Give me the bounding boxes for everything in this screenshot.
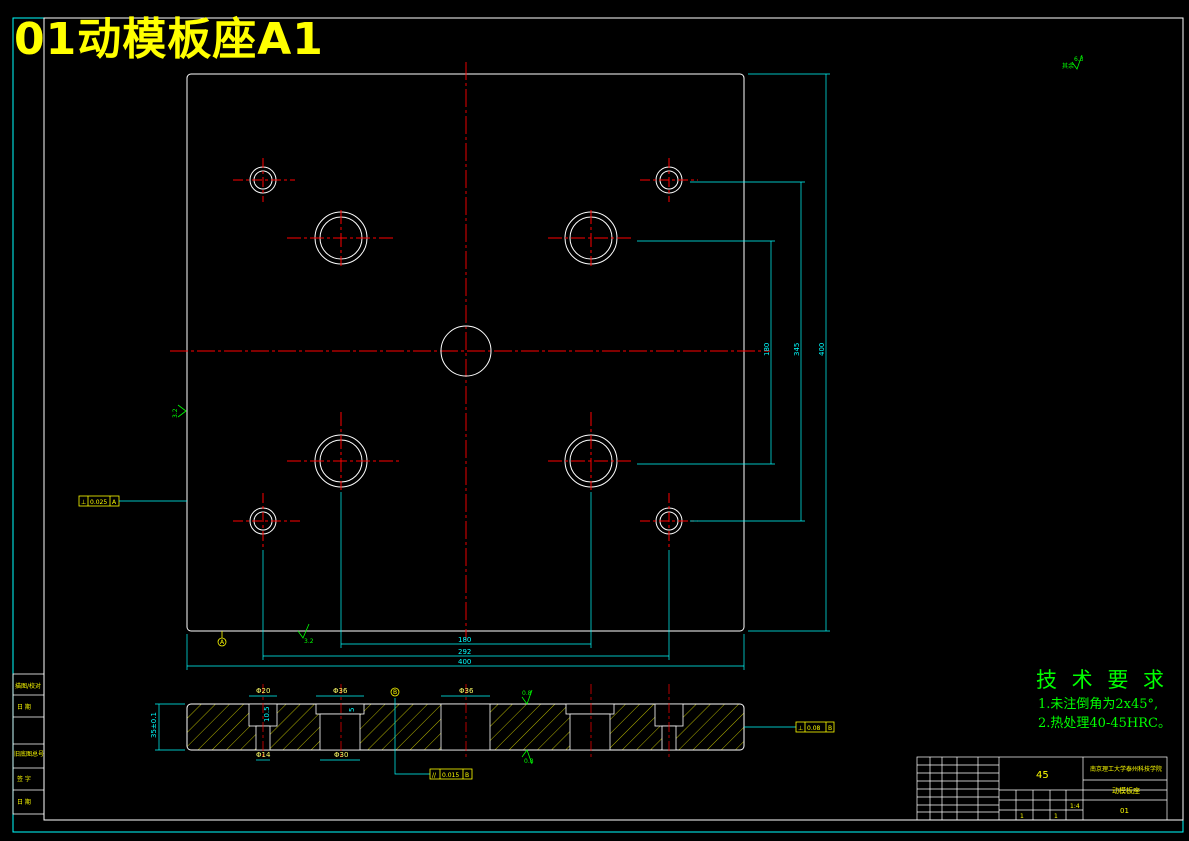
section-dim-label: Φ30 <box>334 751 348 759</box>
section-view: Φ20 Φ36 Φ36 Φ14 Φ30 35±0.1 10.5 5 0.8 0.… <box>150 684 835 780</box>
roughness-symbol-left <box>177 404 187 418</box>
section-dim-label: Φ36 <box>459 687 474 695</box>
roughness-value: 0.8 <box>522 690 532 697</box>
section-dim-label: Φ14 <box>256 751 271 759</box>
tolerance-value: 0.08 <box>807 725 821 732</box>
stamp-label: 旧底图总号 <box>14 750 44 758</box>
stamp-label: 日 期 <box>17 703 31 711</box>
center-hole <box>440 325 492 377</box>
roughness-corner: 6.3 其余 <box>1062 54 1084 70</box>
stamp-label: 签 字 <box>17 775 31 783</box>
large-hole <box>548 210 634 266</box>
sheet-number: 1 <box>1054 813 1058 820</box>
inner-frame <box>43 17 1184 821</box>
tolerance-datum: B <box>465 772 469 779</box>
side-stamp: 描图/校对 日 期 旧底图总号 签 字 日 期 <box>12 673 45 815</box>
roughness-corner-value: 6.3 <box>1074 56 1084 63</box>
dimension-bottom <box>186 492 745 670</box>
drawing-number: 01 <box>1120 807 1129 815</box>
sheet-count: 1 <box>1020 813 1024 820</box>
roughness-value: 3.2 <box>304 638 314 645</box>
part-name: 动模板座 <box>1112 786 1140 795</box>
technical-requirement-item: 2.热处理40-45HRC。 <box>1038 716 1171 731</box>
tolerance-value: 0.025 <box>90 499 107 506</box>
small-hole <box>640 158 698 202</box>
drawing-title: 01动模板座A1 <box>14 14 324 65</box>
roughness-symbol <box>297 623 310 639</box>
stamp-label: 描图/校对 <box>15 682 41 690</box>
datum-a-symbol <box>217 631 227 647</box>
technical-requirements-heading: 技 术 要 求 <box>1036 668 1169 692</box>
title-block <box>916 756 1168 821</box>
roughness-value: 3.2 <box>172 408 179 418</box>
tolerance-value: 0.015 <box>442 772 459 779</box>
small-dim-label: 5 <box>348 708 356 712</box>
datum-a-label: A <box>220 639 225 646</box>
dim-label: 180 <box>763 343 771 356</box>
large-hole <box>287 412 400 490</box>
school-name: 南京理工大学泰州科技学院 <box>1090 765 1162 773</box>
large-hole <box>287 210 393 266</box>
stamp-label: 日 期 <box>17 798 31 806</box>
roughness-corner-note: 其余 <box>1062 62 1074 70</box>
roughness-symbol <box>521 749 533 765</box>
roughness-value: 0.8 <box>524 758 534 765</box>
dim-label: 345 <box>793 343 801 356</box>
material-label: 45 <box>1036 770 1049 781</box>
section-dim-label: Φ36 <box>333 687 348 695</box>
tolerance-datum: B <box>828 725 832 732</box>
dim-label: 400 <box>818 343 826 356</box>
dimension-right <box>637 73 830 632</box>
small-dim-label: 10.5 <box>263 706 271 722</box>
dim-label: 180 <box>458 636 471 644</box>
tolerance-frame-bottom <box>429 768 473 780</box>
tolerance-frame-left <box>78 495 187 507</box>
dim-label: 400 <box>458 658 471 666</box>
tolerance-symbol: ⊥ <box>798 725 803 732</box>
roughness-symbol <box>521 689 533 705</box>
dim-label: 292 <box>458 648 471 656</box>
plan-view: 180 292 400 180 345 400 A 3.2 <box>78 62 830 670</box>
datum-b-label: B <box>393 689 397 696</box>
tolerance-symbol: // <box>432 772 437 779</box>
small-hole <box>233 493 300 550</box>
tolerance-datum: A <box>112 499 117 506</box>
small-hole <box>640 493 698 550</box>
datum-b-symbol <box>390 687 400 697</box>
tolerance-frame-right <box>795 721 835 733</box>
thickness-label: 35±0.1 <box>150 712 158 738</box>
small-hole <box>233 158 295 202</box>
tolerance-symbol: ⊥ <box>81 499 86 506</box>
large-hole <box>548 412 634 490</box>
plate-outline <box>186 73 745 632</box>
section-dim-label: Φ20 <box>256 687 270 695</box>
scale-value: 1:4 <box>1070 803 1080 810</box>
technical-requirement-item: 1.未注倒角为2x45°, <box>1038 697 1159 712</box>
